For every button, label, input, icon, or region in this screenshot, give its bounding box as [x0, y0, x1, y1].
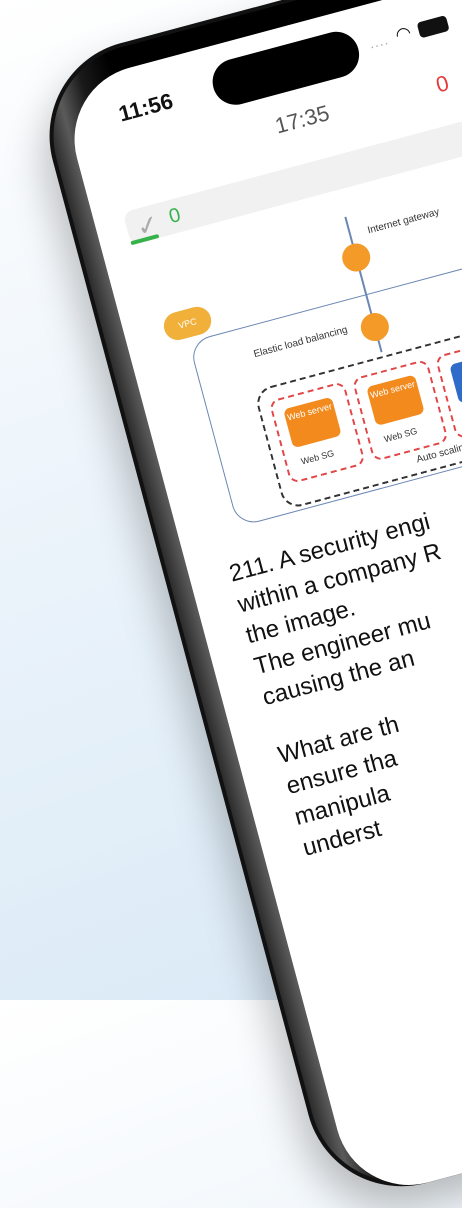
app-screen: 11:56 .... ◠ 17:35 0 ✓ 0 Internet gatewa…	[57, 0, 462, 1202]
signal-icon: ....	[367, 30, 391, 52]
app-server-icon: A	[449, 352, 462, 404]
web-server-icon: Web server	[283, 396, 342, 449]
wifi-icon: ◠	[393, 21, 414, 46]
internet-gateway-icon	[339, 240, 374, 275]
correct-count: 0	[166, 203, 184, 229]
web-sg-label: Web SG	[382, 425, 419, 445]
status-icons: .... ◠	[367, 12, 451, 53]
web-sg-label: Web SG	[299, 448, 336, 467]
quiz-timer: 17:35	[272, 100, 332, 139]
battery-icon	[416, 14, 450, 38]
status-time: 11:56	[115, 88, 176, 127]
wrong-count: 0	[433, 70, 452, 98]
internet-gateway-label: Internet gateway	[366, 206, 441, 237]
web-server-icon: Web server	[366, 374, 425, 426]
phone-frame: 11:56 .... ◠ 17:35 0 ✓ 0 Internet gatewa…	[28, 0, 462, 1208]
